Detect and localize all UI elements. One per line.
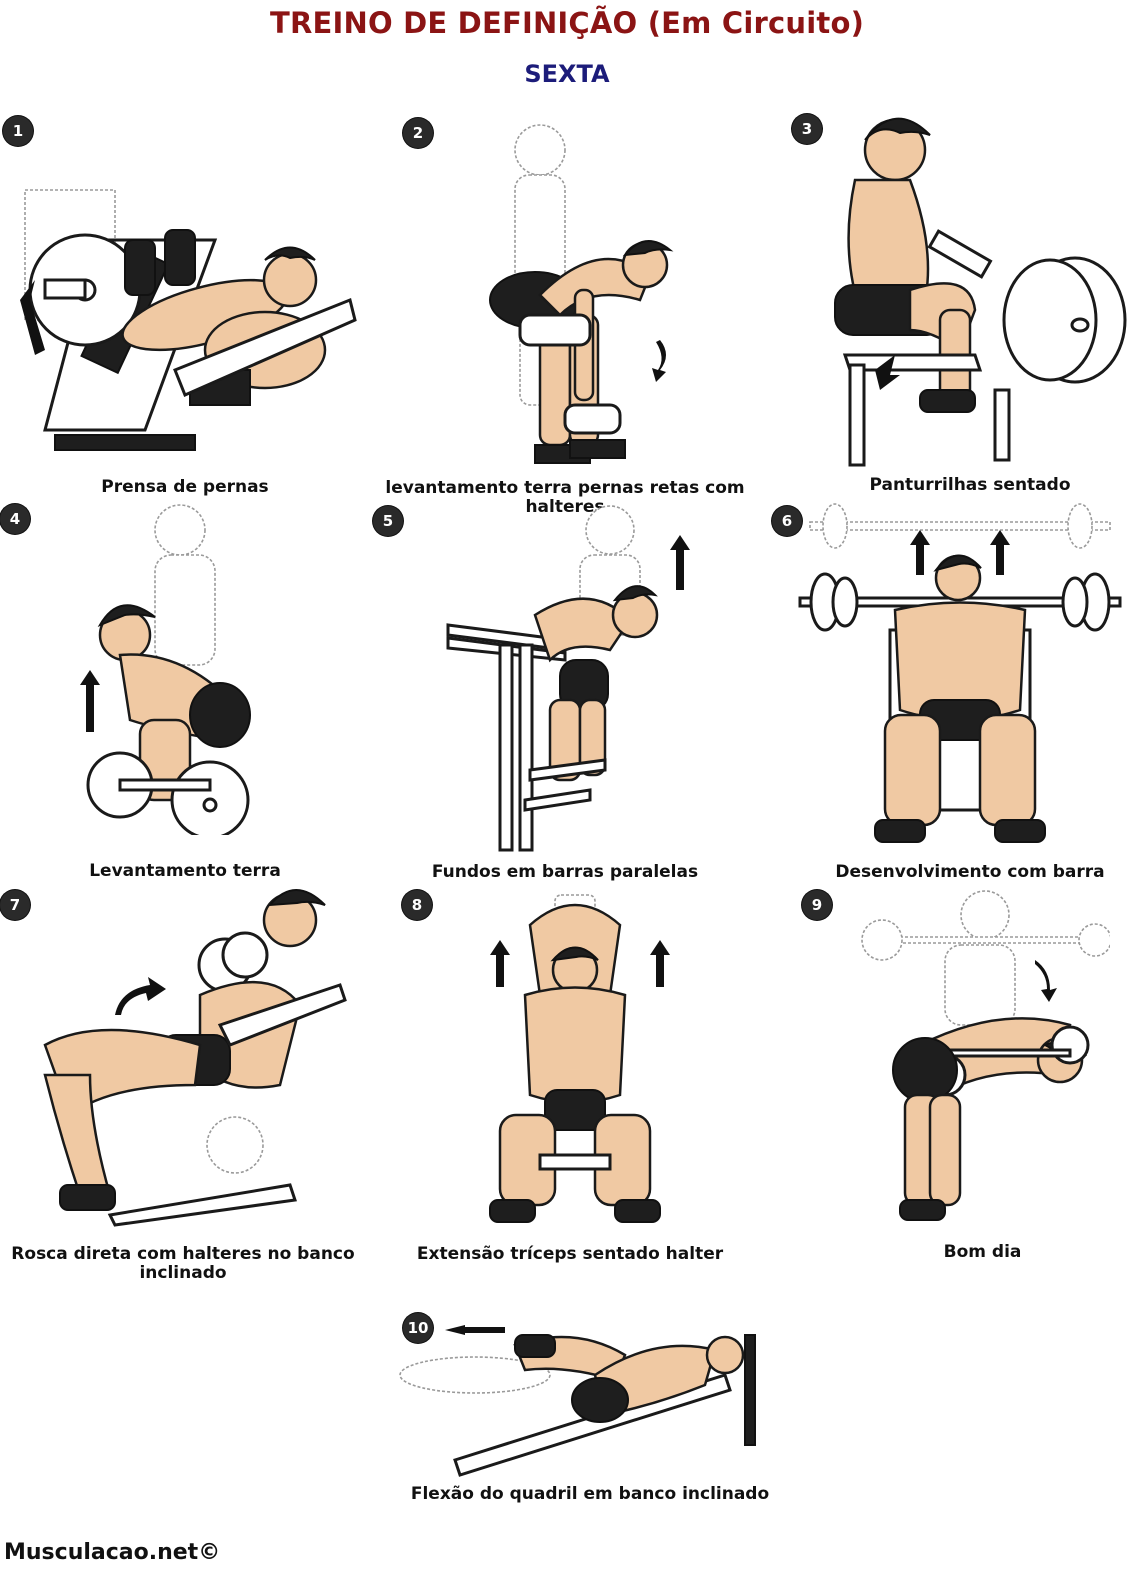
leg-press-illustration: [20, 189, 357, 451]
exercise-name: Fundos em barras paralelas: [431, 862, 699, 882]
exercise-name: Desenvolvimento com barra: [835, 862, 1105, 882]
exercise-card-9: 9 Bom dia: [770, 885, 1134, 1295]
exercise-name: Flexão do quadril em banco inclinado: [410, 1484, 770, 1504]
exercise-number-badge: 4: [0, 504, 30, 534]
exercise-number-badge: 6: [772, 506, 802, 536]
exercise-card-10: 10 Flexão do quadril em banco inclinado: [380, 1295, 780, 1510]
incline-hip-flexion-illustration: [399, 1325, 756, 1477]
exercise-name: Panturrilhas sentado: [869, 475, 1071, 495]
exercise-name: Rosca direta com halteres no banco incli…: [11, 1244, 355, 1283]
exercise-card-4: 4 Levantamento terra: [0, 500, 370, 885]
exercise-card-1: 1 Prensa de pernas: [0, 110, 370, 505]
incline-dumbbell-curl-illustration: [43, 889, 347, 1227]
exercise-number-badge: 1: [3, 116, 33, 146]
exercise-name: Extensão tríceps sentado halter: [416, 1244, 724, 1264]
exercise-card-6: 6 Desenvolvimento com barra: [770, 500, 1134, 885]
exercise-number-badge: 5: [373, 506, 403, 536]
exercise-number-badge: 9: [802, 890, 832, 920]
footer-brand[interactable]: Musculacao.net©: [4, 1540, 221, 1565]
exercise-name: Bom dia: [943, 1242, 1022, 1262]
exercise-number-badge: 10: [403, 1313, 433, 1343]
exercise-card-7: 7 Rosca direta com halteres no banco inc…: [0, 885, 370, 1295]
barbell-overhead-press-illustration: [798, 503, 1122, 843]
day-subtitle: SEXTA: [524, 60, 610, 88]
exercise-card-2: 2 levantamento terra pernas retas com ha…: [370, 110, 770, 517]
exercise-card-5: 5 Fundos em barras paralelas: [370, 500, 770, 885]
stiff-leg-deadlift-illustration: [489, 124, 674, 464]
exercise-name: Prensa de pernas: [101, 477, 269, 497]
exercise-card-8: 8 Extensão tríceps sentado halter: [370, 885, 770, 1295]
exercise-number-badge: 8: [402, 890, 432, 920]
exercise-name: levantamento terra pernas retas com halt…: [385, 478, 745, 517]
deadlift-illustration: [80, 504, 251, 835]
exercise-number-badge: 3: [792, 114, 822, 144]
page-title: TREINO DE DEFINIÇÃO (Em Circuito): [269, 6, 865, 40]
exercise-name: Levantamento terra: [89, 861, 281, 881]
exercise-card-3: 3 Panturrilhas sentado: [770, 110, 1134, 505]
exercise-number-badge: 2: [403, 118, 433, 148]
parallel-bar-dips-illustration: [446, 505, 690, 852]
seated-calf-raise-illustration: [834, 117, 1127, 467]
exercise-number-badge: 7: [0, 890, 30, 920]
good-morning-illustration: [861, 890, 1110, 1221]
seated-triceps-extension-illustration: [489, 894, 670, 1223]
